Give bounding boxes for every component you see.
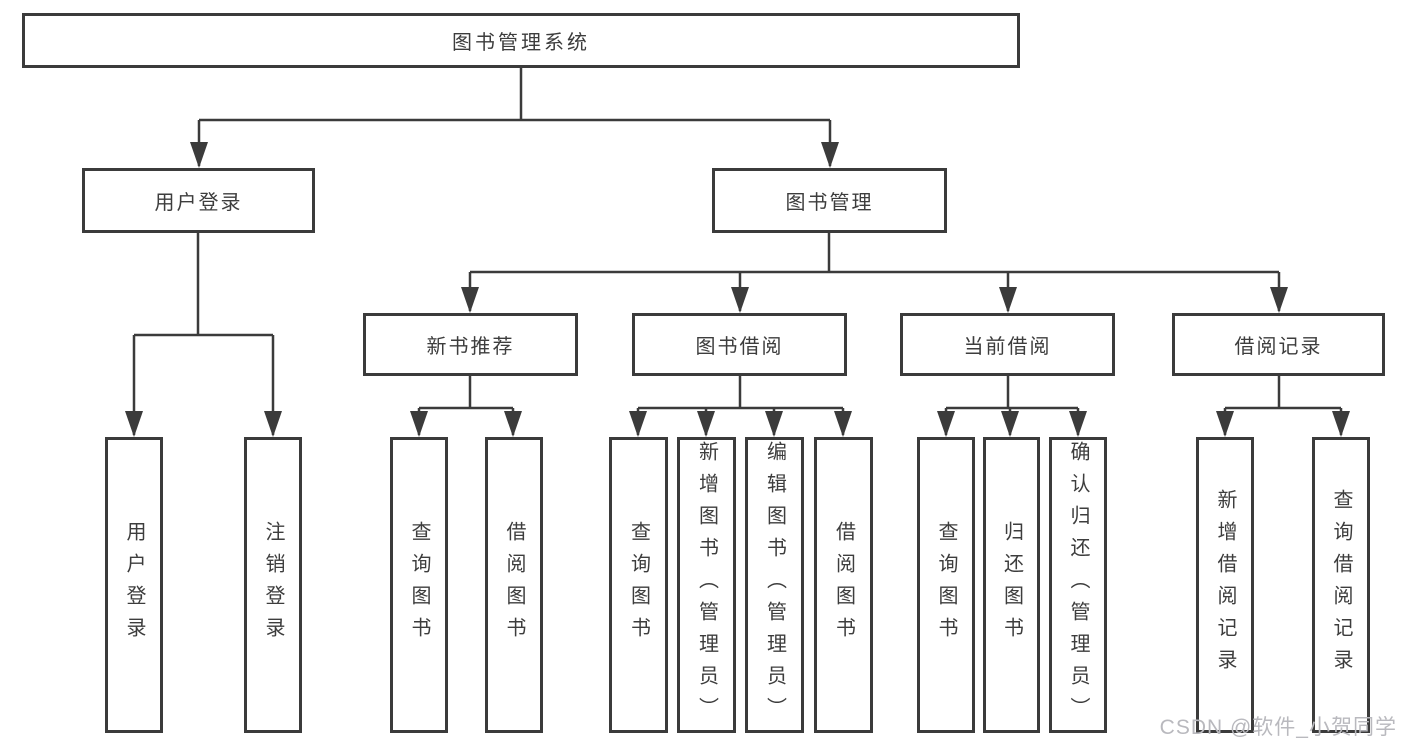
node-label: 查询借阅记录 — [1330, 489, 1352, 681]
node-label: 查询图书 — [627, 521, 650, 649]
leaf-logout: 注销登录 — [244, 437, 302, 733]
node-label: 确认归还（管理员） — [1067, 441, 1089, 729]
node-label: 注销登录 — [262, 521, 284, 649]
node-label: 图书管理 — [785, 192, 874, 214]
node-label: 借阅图书 — [832, 521, 855, 649]
node-label: 查询图书 — [408, 521, 430, 649]
node-label: 查询图书 — [935, 521, 957, 649]
node-label: 当前借阅 — [963, 336, 1052, 358]
node-label: 新书推荐 — [426, 336, 515, 358]
leaf-return-books: 归还图书 — [983, 437, 1040, 733]
node-borrow-records: 借阅记录 — [1172, 313, 1385, 376]
connector-borrow-records — [1223, 376, 1343, 435]
leaf-borrow-books: 借阅图书 — [814, 437, 873, 733]
leaf-confirm-return-admin: 确认归还（管理员） — [1049, 437, 1107, 733]
leaf-add-books-admin: 新增图书（管理员） — [677, 437, 736, 733]
arrowheads — [125, 142, 1350, 437]
connector-new-book-recommend — [417, 376, 515, 435]
leaf-user-login: 用户登录 — [105, 437, 163, 733]
leaf-query-books-borrow: 查询图书 — [609, 437, 668, 733]
node-label: 新增借阅记录 — [1214, 489, 1236, 681]
node-label: 借阅记录 — [1234, 336, 1323, 358]
csdn-watermark: CSDN @软件_小贺同学 — [1159, 716, 1397, 739]
node-book-borrow: 图书借阅 — [632, 313, 847, 376]
node-label: 图书管理系统 — [452, 32, 590, 54]
connector-user-login — [132, 233, 275, 435]
leaf-add-borrow-record: 新增借阅记录 — [1196, 437, 1254, 733]
node-label: 图书借阅 — [695, 336, 784, 358]
leaf-query-borrow-record: 查询借阅记录 — [1312, 437, 1370, 733]
node-current-borrow: 当前借阅 — [900, 313, 1115, 376]
node-book-management: 图书管理 — [712, 168, 947, 233]
node-label: 编辑图书（管理员） — [763, 441, 786, 729]
connector-root — [197, 68, 832, 166]
connector-book-management — [468, 233, 1281, 311]
node-label: 借阅图书 — [503, 521, 525, 649]
connector-book-borrow — [636, 376, 845, 435]
node-user-login: 用户登录 — [82, 168, 315, 233]
leaf-query-books-current: 查询图书 — [917, 437, 975, 733]
leaf-edit-books-admin: 编辑图书（管理员） — [745, 437, 804, 733]
node-root: 图书管理系统 — [22, 13, 1020, 68]
node-new-book-recommend: 新书推荐 — [363, 313, 578, 376]
leaf-query-books-recommend: 查询图书 — [390, 437, 448, 733]
node-label: 新增图书（管理员） — [695, 441, 718, 729]
node-label: 用户登录 — [154, 192, 243, 214]
leaf-borrow-books-recommend: 借阅图书 — [485, 437, 543, 733]
node-label: 用户登录 — [123, 521, 145, 649]
node-label: 归还图书 — [1000, 521, 1023, 649]
